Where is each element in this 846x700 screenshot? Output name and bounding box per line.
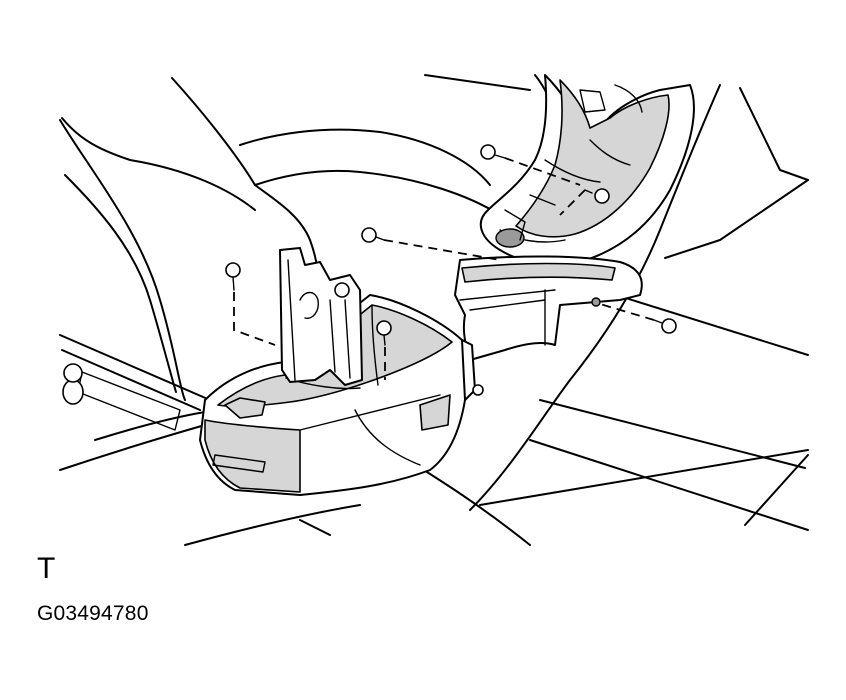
screw-icon <box>653 318 677 334</box>
interior-outlines <box>59 74 809 546</box>
screw-icon <box>376 320 392 346</box>
screw-icon <box>225 262 241 291</box>
mounting-screws <box>225 144 677 346</box>
guide-lines <box>233 157 655 380</box>
figure-id-label: G03494780 <box>37 602 149 625</box>
screw-icon <box>584 188 610 204</box>
center-console <box>199 247 643 496</box>
view-code-label: T <box>37 552 56 585</box>
seat-back-outline <box>59 119 186 401</box>
screw-icon <box>480 144 506 160</box>
lid-latch <box>224 397 266 419</box>
screw-icon <box>361 227 385 243</box>
shift-panel <box>479 74 695 267</box>
